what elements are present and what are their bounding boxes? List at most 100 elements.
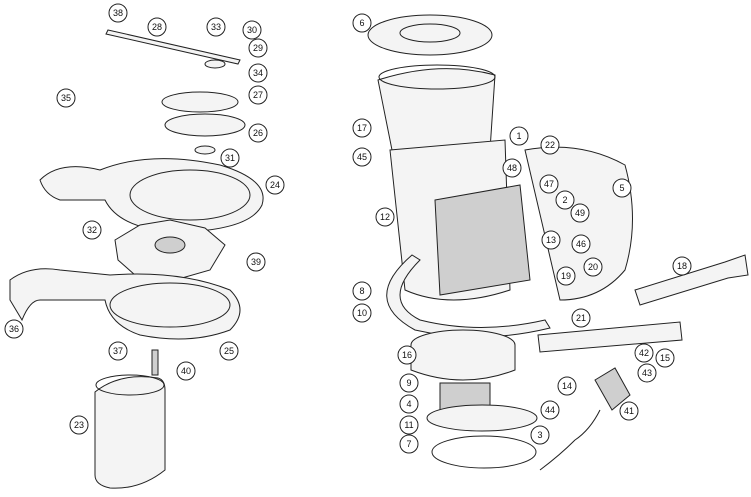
callout-23: 23: [69, 415, 89, 435]
callout-label: 2: [562, 195, 567, 205]
callout-circle: [248, 63, 268, 83]
upper-housing-24: [39, 158, 264, 233]
callout-circle: [672, 256, 692, 276]
callout-label: 35: [61, 93, 71, 103]
callout-14: 14: [557, 376, 577, 396]
callout-35: 35: [56, 88, 76, 108]
callout-label: 36: [9, 324, 19, 334]
callout-circle: [352, 13, 372, 33]
callout-label: 27: [253, 90, 263, 100]
callout-label: 10: [357, 308, 367, 318]
callout-label: 44: [545, 405, 555, 415]
callout-circle: [502, 158, 522, 178]
callout-circle: [637, 363, 657, 383]
callout-label: 38: [113, 8, 123, 18]
callout-label: 13: [546, 235, 556, 245]
callout-43: 43: [637, 363, 657, 383]
callout-label: 30: [247, 25, 257, 35]
callout-label: 9: [406, 378, 411, 388]
motor-23: [94, 376, 166, 489]
callout-label: 23: [74, 420, 84, 430]
charger-41: [594, 367, 631, 411]
callout-label: 22: [545, 140, 555, 150]
callout-label: 5: [619, 183, 624, 193]
callout-label: 1: [516, 131, 521, 141]
callout-label: 14: [562, 381, 572, 391]
callout-circle: [352, 303, 372, 323]
callout-2: 2: [555, 190, 575, 210]
callout-29: 29: [248, 38, 268, 58]
callout-3: 3: [530, 425, 550, 445]
callout-circle: [82, 220, 102, 240]
callout-42: 42: [634, 343, 654, 363]
callout-label: 32: [87, 225, 97, 235]
callout-circle: [399, 394, 419, 414]
washer: [204, 59, 226, 69]
callout-circle: [399, 373, 419, 393]
callout-label: 29: [253, 43, 263, 53]
callout-34: 34: [248, 63, 268, 83]
callout-circle: [530, 425, 550, 445]
rod: [105, 29, 241, 65]
callout-20: 20: [583, 257, 603, 277]
callout-circle: [540, 400, 560, 420]
callout-label: 49: [575, 208, 585, 218]
callout-circle: [248, 123, 268, 143]
callout-41: 41: [619, 401, 639, 421]
callout-46: 46: [571, 234, 591, 254]
callout-7: 7: [399, 434, 419, 454]
lower-housing-25: [9, 268, 241, 340]
callout-circle: [655, 348, 675, 368]
callout-circle: [397, 345, 417, 365]
callout-circle: [108, 3, 128, 23]
callout-label: 21: [576, 313, 586, 323]
callout-circle: [206, 17, 226, 37]
callout-label: 20: [588, 262, 598, 272]
callout-circle: [220, 148, 240, 168]
callout-label: 3: [537, 430, 542, 440]
callout-circle: [248, 38, 268, 58]
callout-label: 40: [181, 366, 191, 376]
callout-circle: [246, 252, 266, 272]
callout-45: 45: [352, 147, 372, 167]
callout-label: 25: [224, 346, 234, 356]
callout-circle: [634, 343, 654, 363]
callout-40: 40: [176, 361, 196, 381]
callout-26: 26: [248, 123, 268, 143]
callout-circle: [399, 434, 419, 454]
callout-circle: [176, 361, 196, 381]
back-cover-5: [524, 146, 633, 301]
tube-18: [634, 254, 749, 306]
callout-label: 39: [251, 257, 261, 267]
callout-circle: [619, 401, 639, 421]
callout-44: 44: [540, 400, 560, 420]
callout-19: 19: [556, 266, 576, 286]
callout-39: 39: [246, 252, 266, 272]
callout-circle: [352, 281, 372, 301]
callout-label: 42: [639, 348, 649, 358]
panel-13: [434, 184, 531, 296]
callout-circle: [583, 257, 603, 277]
callout-circle: [242, 20, 262, 40]
callout-9: 9: [399, 373, 419, 393]
callout-31: 31: [220, 148, 240, 168]
callout-36: 36: [4, 319, 24, 339]
lid-6: [367, 14, 493, 56]
callout-label: 41: [624, 406, 634, 416]
callout-label: 47: [544, 179, 554, 189]
callout-circle: [69, 415, 89, 435]
callout-label: 45: [357, 152, 367, 162]
callout-label: 48: [507, 163, 517, 173]
callout-12: 12: [375, 207, 395, 227]
callout-label: 37: [113, 346, 123, 356]
callout-32: 32: [82, 220, 102, 240]
callout-1: 1: [509, 126, 529, 146]
callout-18: 18: [672, 256, 692, 276]
callout-label: 7: [406, 439, 411, 449]
callout-circle: [556, 266, 576, 286]
callout-circle: [570, 203, 590, 223]
callout-label: 19: [561, 271, 571, 281]
callout-13: 13: [541, 230, 561, 250]
